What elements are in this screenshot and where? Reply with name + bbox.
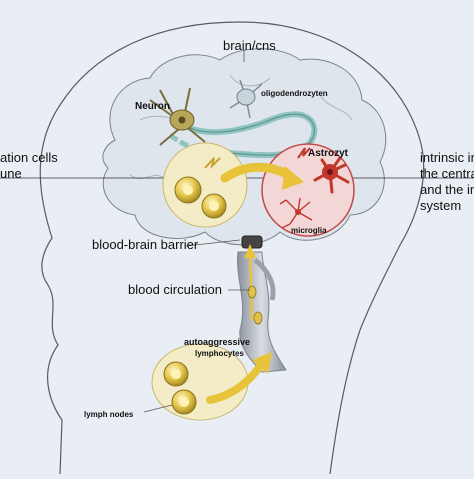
left-text-line-1: ation cells	[0, 150, 58, 165]
axon-lower	[168, 132, 231, 156]
label-lymph-nodes: lymph nodes	[84, 410, 134, 419]
label-microglia: microglia	[291, 226, 327, 235]
label-neuron: Neuron	[135, 101, 170, 112]
neuron-cell	[149, 87, 206, 146]
left-text-block: ation cells une	[0, 150, 58, 182]
label-blood-brain-barrier: blood-brain barrier	[92, 237, 199, 252]
pointer-bbb	[185, 239, 241, 247]
vessel-cell-2	[253, 311, 263, 325]
vessel-branch	[253, 258, 276, 301]
migration-arrow-head	[244, 244, 256, 258]
right-text-line-4: system	[420, 198, 462, 213]
microglia-cell	[279, 197, 313, 229]
label-lymphocytes: lymphocytes	[195, 349, 244, 358]
right-text-line-1: intrinsic in	[420, 150, 474, 165]
brain-folds	[129, 74, 353, 211]
blood-vessel	[237, 251, 287, 373]
label-blood-circulation: blood circulation	[128, 282, 222, 297]
right-text-line-3: and the in	[420, 182, 474, 197]
pointer-lymph	[143, 404, 173, 413]
astrocyte-cell	[313, 156, 350, 194]
label-astrozyt: Astrozyt	[308, 148, 349, 159]
label-autoaggressive: autoaggressive	[184, 337, 251, 347]
attack-arrow-head	[282, 166, 304, 190]
right-text-line-2: the centra	[420, 166, 474, 181]
lightning-icon-red	[297, 147, 311, 159]
immune-cell-2-core	[209, 201, 219, 211]
lymph-cell-2-core	[179, 397, 189, 407]
left-text-line-2: une	[0, 166, 22, 181]
immune-cell-1-core	[183, 185, 193, 195]
label-oligodendrozyten: oligodendrozyten	[261, 89, 328, 98]
lymph-arrow	[206, 360, 266, 404]
lymph-arrow-head	[252, 352, 272, 374]
oligodendrocyte-cell	[229, 79, 263, 119]
head-outline	[39, 21, 425, 475]
label-brain-cns: brain/cns	[223, 38, 276, 53]
right-text-block: intrinsic in the centra and the in syste…	[420, 150, 474, 214]
axon-core	[189, 113, 315, 156]
lightning-icon	[204, 157, 221, 170]
blood-brain-barrier	[241, 235, 263, 249]
migration-arrow	[248, 249, 254, 321]
vessel-cell	[247, 285, 257, 299]
lymph-cell-1-core	[171, 369, 181, 379]
